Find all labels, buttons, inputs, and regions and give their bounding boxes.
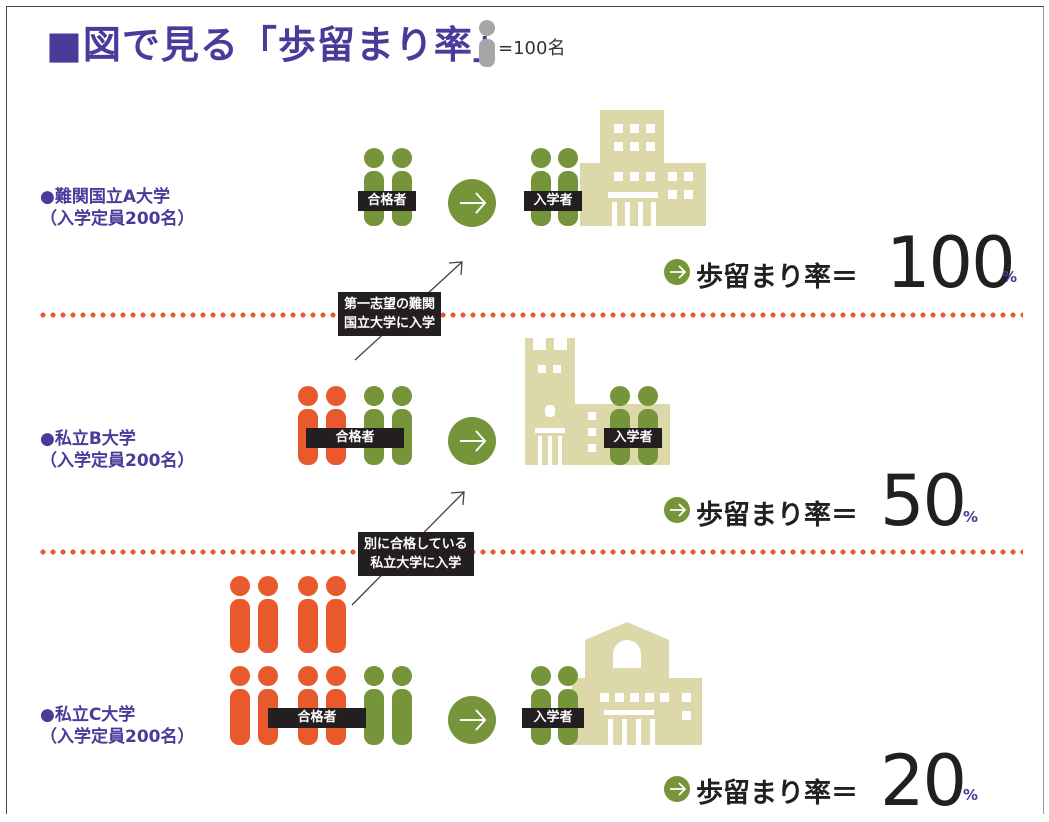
callout-a-line2: 国立大学に入学: [344, 316, 436, 331]
building-b-windows: [535, 365, 596, 465]
legend-person-icon: [479, 20, 495, 67]
callout-a-line1: 第一志望の難関: [344, 297, 436, 312]
rate-arrow-a-icon: [664, 259, 690, 285]
callout-b-line1: 別に合格している: [364, 537, 468, 552]
arrow-circle-c-icon: [448, 696, 496, 744]
university-c-capacity: （入学定員200名）: [40, 727, 195, 747]
page-frame: [6, 6, 1044, 814]
rate-b-unit: %: [963, 508, 979, 526]
rate-c-label: 歩留まり率＝: [696, 778, 858, 809]
enrolled-c-label: 入学者: [522, 708, 584, 728]
page-title: ■図で見る「歩留まり率」: [46, 23, 512, 67]
arrow-circle-a-icon: [448, 179, 496, 227]
university-b-label: ●私立B大学 （入学定員200名）: [40, 428, 195, 472]
rate-arrow-c-icon: [664, 776, 690, 802]
passers-c-people-green: [364, 666, 412, 745]
university-a-name: ●難関国立A大学: [40, 187, 170, 207]
arrow-circle-b-icon: [448, 417, 496, 465]
university-c-name: ●私立C大学: [40, 705, 136, 725]
section-divider-2: [38, 549, 1023, 555]
building-a-windows: [608, 124, 693, 226]
enrolled-a-label: 入学者: [524, 191, 582, 211]
university-c-label: ●私立C大学 （入学定員200名）: [40, 704, 195, 748]
university-b-name: ●私立B大学: [40, 429, 136, 449]
passers-a-label: 合格者: [358, 191, 416, 211]
enrolled-a-people: [531, 148, 578, 226]
enrolled-c-people: [531, 666, 578, 745]
callout-b-line2: 私立大学に入学: [370, 556, 462, 571]
enrolled-b-label: 入学者: [604, 428, 662, 448]
building-c-windows: [600, 640, 691, 745]
rate-c-value: 20: [880, 740, 967, 822]
university-a-capacity: （入学定員200名）: [40, 209, 195, 229]
rate-a-unit: %: [1002, 268, 1018, 286]
university-a-label: ●難関国立A大学 （入学定員200名）: [40, 186, 195, 230]
callout-national-university: 第一志望の難関 国立大学に入学: [338, 292, 442, 336]
rate-c-unit: %: [963, 786, 979, 804]
legend-label: =100名: [498, 38, 566, 59]
rate-arrow-b-icon: [664, 497, 690, 523]
rate-b-value: 50: [880, 460, 967, 542]
passers-b-people-orange: [298, 386, 346, 465]
passers-b-people-green: [364, 386, 412, 465]
university-b-capacity: （入学定員200名）: [40, 451, 195, 471]
passers-a-people: [364, 148, 412, 226]
rate-b-label: 歩留まり率＝: [696, 500, 858, 531]
passers-c-people-orange-top: [230, 576, 346, 653]
rate-a-label: 歩留まり率＝: [696, 262, 858, 293]
passers-c-label: 合格者: [268, 708, 366, 728]
rate-a-value: 100: [886, 222, 1016, 304]
passers-c-people-orange-bottom: [230, 666, 346, 745]
section-divider-1: [38, 312, 1023, 318]
callout-private-university: 別に合格している 私立大学に入学: [358, 532, 474, 576]
passers-b-label: 合格者: [306, 428, 404, 448]
